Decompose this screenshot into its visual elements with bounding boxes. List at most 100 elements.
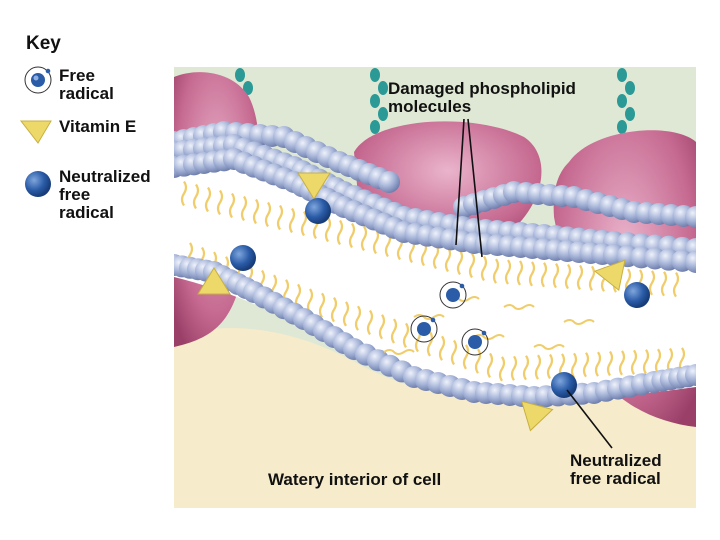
free-radical-core <box>446 288 460 302</box>
tail <box>228 192 236 219</box>
glyco-bead <box>617 68 627 82</box>
tail <box>300 210 308 237</box>
tail <box>474 348 482 374</box>
key-label-free-radical-line2: radical <box>59 83 114 103</box>
neutralized-free-radicals <box>230 198 650 398</box>
tail <box>588 265 596 291</box>
glyco-bead <box>378 107 388 121</box>
damaged-tail <box>383 349 415 355</box>
key-label-vitamin-e: Vitamin E <box>59 117 137 136</box>
key-label-neutralized-line2: free <box>59 184 91 204</box>
free-radical-orbit <box>410 315 438 343</box>
neutralized-free-radical <box>624 282 650 308</box>
tail <box>564 263 572 290</box>
cell-interior-region <box>174 328 696 508</box>
damaged-pointer-1 <box>455 118 465 246</box>
free-radical-core <box>468 335 482 349</box>
tail <box>342 301 350 327</box>
phospholipid-heads <box>174 121 696 408</box>
tail <box>606 350 614 377</box>
tail <box>462 344 470 370</box>
damaged-phospholipid-molecules <box>383 296 595 355</box>
free-radicals <box>410 281 489 356</box>
fatty-acid-tails <box>180 180 686 382</box>
tail <box>348 222 356 249</box>
tail <box>552 263 560 289</box>
free-radical-icon <box>24 66 52 94</box>
tail <box>504 259 512 285</box>
tail <box>480 255 488 282</box>
damaged-phospholipid-label: Damaged phospholipid molecules <box>388 80 576 116</box>
phospholipid-head <box>378 171 400 193</box>
watery-interior-label: Watery interior of cell <box>268 470 442 489</box>
key-label-free-radical-line1: Free <box>59 66 95 85</box>
tail <box>330 296 338 323</box>
neutralized-free-radical-label: Neutralized free radical <box>570 452 662 488</box>
vitamin-e-molecule <box>297 172 331 200</box>
vitamin-e-molecule <box>520 400 554 432</box>
tail <box>450 339 458 366</box>
tail <box>492 258 500 284</box>
tail <box>324 216 332 243</box>
tail <box>354 305 362 331</box>
neutralized-label-line1: Neutralized <box>570 451 662 470</box>
glyco-bead <box>370 94 380 108</box>
tail <box>402 322 410 348</box>
neutralized-free-radical <box>551 372 577 398</box>
tail <box>498 356 506 382</box>
tail <box>390 318 398 344</box>
tail <box>630 349 638 375</box>
tail <box>288 207 296 234</box>
free-radical-electron <box>459 283 465 289</box>
tail <box>642 349 650 375</box>
free-radical-electron <box>481 330 487 336</box>
vitamin-e-molecules <box>197 172 626 432</box>
tail <box>366 309 374 336</box>
tail <box>180 180 188 207</box>
vitamin-e-icon <box>19 120 52 144</box>
key-title: Key <box>26 33 61 54</box>
neutralized-free-radical <box>305 198 331 224</box>
glyco-bead <box>235 68 245 82</box>
key-label-neutralized-line1: Neutralized <box>59 167 151 186</box>
damaged-label-line2: molecules <box>388 96 472 116</box>
glyco-bead <box>625 107 635 121</box>
tail <box>378 314 386 340</box>
tail <box>594 351 602 377</box>
phospholipid-head <box>685 251 696 273</box>
phospholipid-head <box>685 206 696 228</box>
glyco-bead <box>370 120 380 134</box>
tail <box>240 195 248 222</box>
glyco-bead <box>617 120 627 134</box>
damaged-tail <box>563 319 595 325</box>
tail <box>582 352 590 378</box>
glyco-bead <box>370 68 380 82</box>
neutralized-pointer <box>566 389 613 449</box>
glyco-bead <box>243 81 253 95</box>
glyco-bead <box>378 81 388 95</box>
vitamin-e-molecule <box>593 259 626 292</box>
glyco-bead <box>625 81 635 95</box>
tail <box>522 355 530 381</box>
tail <box>444 246 452 273</box>
tail <box>654 348 662 374</box>
tail <box>264 201 272 228</box>
tail <box>426 331 434 357</box>
damaged-tail <box>473 334 505 340</box>
tail <box>204 186 212 213</box>
tail <box>318 292 326 318</box>
free-radical-electron <box>430 317 436 323</box>
tail <box>660 271 668 297</box>
vitamin-e-molecule <box>197 267 231 295</box>
tail <box>618 350 626 376</box>
key-label-neutralized: Neutralized free radical <box>59 168 151 222</box>
phospholipid-head <box>685 364 696 386</box>
tail <box>672 272 680 298</box>
tail <box>252 198 260 225</box>
free-radical-orbit <box>461 328 489 356</box>
tail <box>576 264 584 291</box>
tail <box>336 219 344 246</box>
tail <box>192 183 200 210</box>
bilayer-core <box>174 154 696 399</box>
free-radical-core <box>417 322 431 336</box>
